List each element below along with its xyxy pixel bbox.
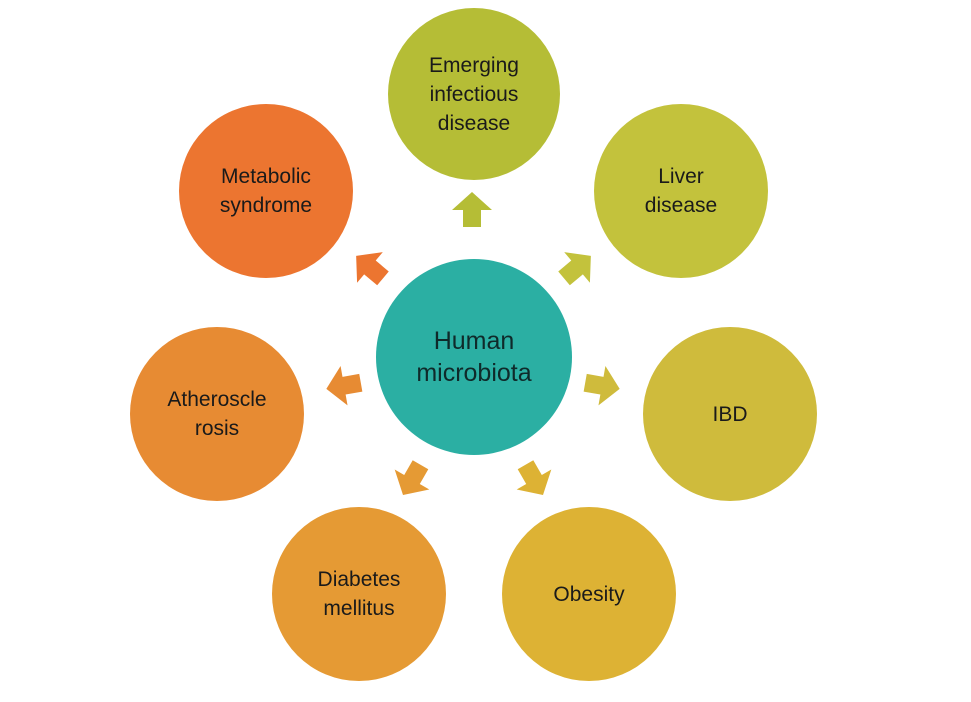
center-node-human-microbiota: Human microbiota: [376, 259, 572, 455]
arrow-to-ibd: [583, 365, 620, 406]
arrow-to-emerging-infectious-disease: [452, 192, 492, 227]
node-ibd: IBD: [643, 327, 817, 501]
arrow-to-metabolic-syndrome: [356, 252, 389, 286]
node-obesity: Obesity: [502, 507, 676, 681]
arrow-to-obesity: [516, 460, 552, 496]
node-emerging-infectious-disease: Emerging infectious disease: [388, 8, 560, 180]
node-diabetes-mellitus: Diabetes mellitus: [272, 507, 446, 681]
node-atherosclerosis: Atheroscle rosis: [130, 327, 304, 501]
arrow-to-liver-disease: [558, 252, 591, 286]
arrow-to-diabetes-mellitus: [394, 460, 430, 496]
node-metabolic-syndrome: Metabolic syndrome: [179, 104, 353, 278]
node-liver-disease: Liver disease: [594, 104, 768, 278]
arrow-to-atherosclerosis: [326, 365, 363, 406]
